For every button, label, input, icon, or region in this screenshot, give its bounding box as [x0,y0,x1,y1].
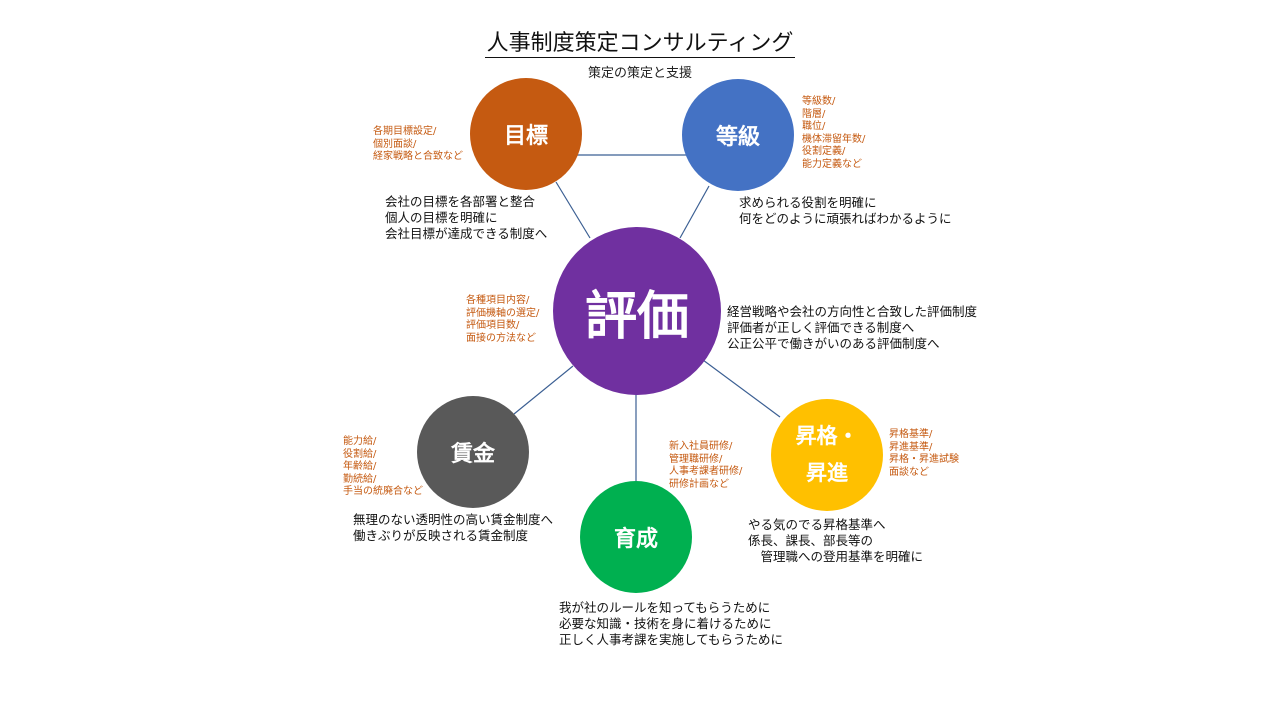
evaluation-item: 面接の方法など [466,332,536,344]
goal-items: 各期目標設定/ 個別面談/ 経家戦略と合致など [373,126,463,164]
wage-items: 能力給/ 役割給/ 年齢給/ 勤続給/ 手当の統廃合など [343,436,423,499]
grade-item: 職位/ [802,121,826,132]
grade-item: 階層/ [802,108,826,120]
evaluation-item: 評価機軸の選定/ [466,307,540,319]
goal-description: 会社の目標を各部署と整合 個人の目標を明確に 会社目標が達成できる制度へ [385,194,547,242]
grade-item: 能力定義など [802,158,862,170]
evaluation-items: 各種項目内容/ 評価機軸の選定/ 評価項目数/ 面接の方法など [466,295,539,345]
wage-description: 無理のない透明性の高い賃金制度へ 働きぶりが反映される賃金制度 [353,512,553,544]
node-development: 育成 [580,481,692,593]
node-promotion-label: 昇格・ 昇進 [795,424,859,485]
development-items: 新入社員研修/ 管理職研修/ 人事考課者研修/ 研修計画など [669,441,742,491]
promotion-items: 昇格基準/ 昇進基準/ 昇格・昇進試験 面談など [889,429,959,479]
node-grade: 等級 [682,79,794,191]
node-development-label: 育成 [613,527,658,552]
promotion-description: やる気のでる昇格基準へ 係長、課長、部長等の 管理職への登用基準を明確に [748,517,923,565]
grade-item: 役割定義/ [802,146,846,157]
wage-item: 勤続給/ [343,473,377,485]
goal-item: 個別面談/ [373,138,417,150]
grade-item: 機体滞留年数/ [802,133,866,145]
goal-desc-line: 個人の目標を明確に [385,210,498,225]
connector-grade-eval [679,185,710,239]
node-goal-label: 目標 [503,124,548,149]
node-promotion: 昇格・ 昇進 [771,399,883,511]
evaluation-desc-line: 公正公平で働きがいのある評価制度へ [727,336,940,351]
development-desc-line: 必要な知識・技術を身に着けるために [559,616,772,631]
grade-desc-line: 求められる役割を明確に [739,195,877,210]
node-grade-label: 等級 [715,125,760,150]
evaluation-item: 各種項目内容/ [466,295,530,306]
grade-items: 等級数/ 階層/ 職位/ 機体滞留年数/ 役割定義/ 能力定義など [802,96,865,171]
node-evaluation: 評価 [553,227,721,395]
node-evaluation-label: 評価 [584,286,689,347]
goal-desc-line: 会社の目標を各部署と整合 [385,194,536,209]
connector-wage-eval [513,365,574,415]
evaluation-desc-line: 評価者が正しく評価できる制度へ [727,320,915,335]
connector-goal-eval [555,181,591,239]
development-desc-line: 正しく人事考課を実施してもらうために [559,632,784,647]
promotion-item: 面談など [889,466,929,478]
diagram-subtitle: 策定の策定と支援 [587,66,692,81]
wage-desc-line: 働きぶりが反映される賃金制度 [353,528,529,543]
evaluation-item: 評価項目数/ [466,320,520,331]
promotion-desc-line: 係長、課長、部長等の [748,533,874,548]
connector-prom-eval [702,359,781,418]
development-description: 我が社のルールを知ってもらうために 必要な知識・技術を身に着けるために 正しく人… [559,600,783,648]
wage-item: 手当の統廃合など [343,486,423,497]
evaluation-desc-line: 経営戦略や会社の方向性と合致した評価制度 [727,304,978,319]
development-item: 研修計画など [669,478,729,490]
development-item: 人事考課者研修/ [669,466,743,477]
grade-desc-line: 何をどのように頑張ればわかるように [739,211,952,226]
promotion-item: 昇格基準/ [889,429,933,440]
goal-item: 各期目標設定/ [373,126,437,137]
development-item: 新入社員研修/ [669,441,733,452]
promotion-desc-line: 管理職への登用基準を明確に [748,549,924,564]
node-goal: 目標 [470,78,582,190]
development-item: 管理職研修/ [669,453,723,465]
wage-item: 年齢給/ [343,461,377,472]
development-desc-line: 我が社のルールを知ってもらうために [559,600,771,615]
evaluation-description: 経営戦略や会社の方向性と合致した評価制度 評価者が正しく評価できる制度へ 公正公… [727,304,977,352]
node-wage-label: 賃金 [450,442,495,467]
node-wage: 賃金 [417,396,529,508]
promotion-item: 昇格・昇進試験 [889,454,959,465]
wage-item: 役割給/ [343,448,377,460]
grade-description: 求められる役割を明確に 何をどのように頑張ればわかるように [739,195,952,227]
wage-desc-line: 無理のない透明性の高い賃金制度へ [353,512,554,527]
goal-desc-line: 会社目標が達成できる制度へ [385,226,548,241]
promotion-desc-line: やる気のでる昇格基準へ [748,517,886,532]
goal-item: 経家戦略と合致など [373,151,463,162]
diagram-title: 人事制度策定コンサルティング [484,31,796,58]
wage-item: 能力給/ [343,436,377,447]
grade-item: 等級数/ [802,96,836,107]
promotion-item: 昇進基準/ [889,441,933,453]
